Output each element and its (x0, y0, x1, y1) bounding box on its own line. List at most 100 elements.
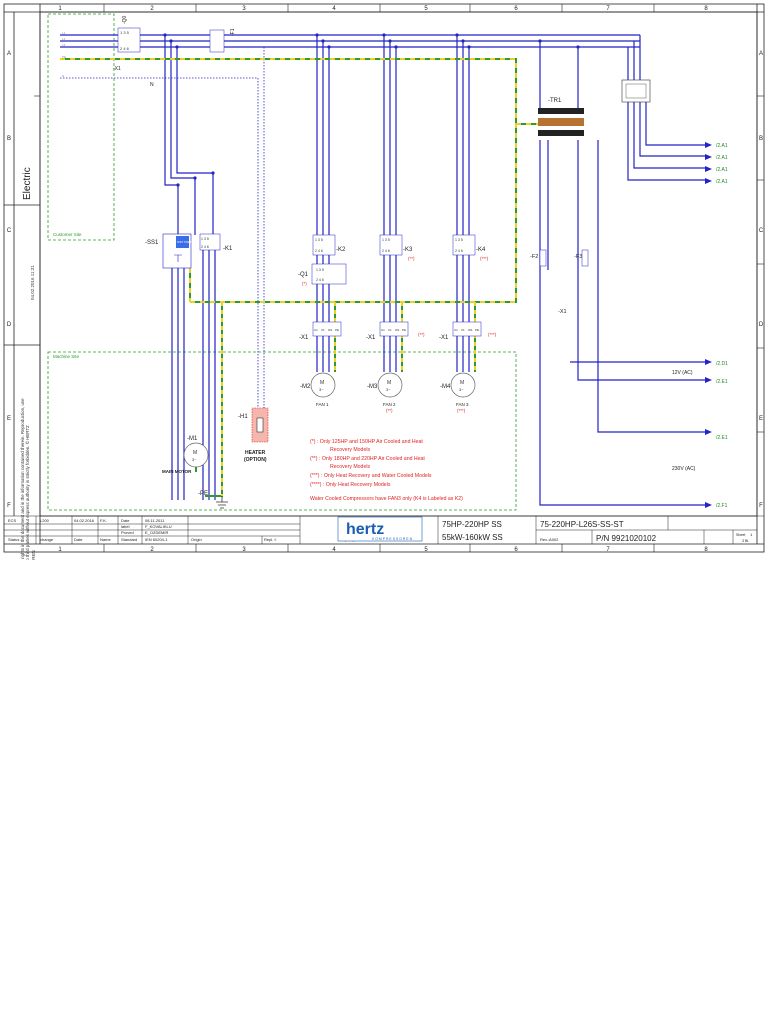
ref-4: /2.A1 (716, 179, 728, 185)
transformer-tr1[interactable]: -TR1 (538, 98, 584, 136)
ref-6: /2.E1 (716, 379, 728, 385)
main-motor-m1[interactable]: M 3~ -M1 MAIN MOTOR (162, 436, 209, 474)
x1-u1-b: U1 (381, 328, 385, 332)
k2-label: -K2 (336, 247, 346, 253)
tb-proved-val: E_OZDEMIR (145, 530, 168, 535)
x1-pe-a: PE (335, 328, 339, 332)
title-line-2: 55kW-160kW SS (442, 533, 503, 542)
x1-w1-b: W1 (395, 328, 400, 332)
tb-date-change: 04.02.2016 (74, 518, 95, 523)
left-title: Electric (22, 167, 33, 200)
row-c: C (7, 228, 12, 234)
k3-label: -K3 (403, 247, 413, 253)
col-7-bottom: 7 (606, 547, 610, 553)
m4-label: -M4 (440, 384, 451, 390)
neutral-line (60, 77, 259, 420)
sheet-label: Sheet (736, 533, 745, 537)
col-2: 2 (150, 6, 154, 12)
ref-3: /2.A1 (716, 167, 728, 173)
tb-standard-lbl: Standard (121, 537, 137, 542)
note-4: (****) : Only Heat Recovery Models (310, 482, 391, 488)
ground-pe: -PE (198, 491, 228, 509)
note-2b: Recovery Models (330, 464, 370, 470)
fan3-mark: (***) (457, 408, 466, 413)
voltage-12v: 12V (AC) (672, 370, 693, 376)
x1-fan3-label: -X1 (439, 335, 449, 341)
fuse-f3[interactable]: -F3 (574, 249, 589, 267)
svg-text:1 3 5: 1 3 5 (120, 30, 130, 35)
sheet-total: 3 Bl. (742, 539, 749, 543)
logo-sub: KOMPRESSOREN (372, 537, 413, 541)
tb-change: change (40, 537, 54, 542)
fan-terminals (312, 321, 482, 337)
part-number: P/N 9921020102 (596, 534, 657, 543)
row-a-right: A (759, 51, 763, 57)
x1-top-label: -X1 (113, 66, 121, 72)
svg-text:1 3 5: 1 3 5 (382, 238, 390, 242)
col-5-bottom: 5 (424, 547, 428, 553)
soft-starter-ss1[interactable]: SOFT STARTER -SS1 (145, 233, 195, 269)
row-b-right: B (759, 136, 763, 142)
tb-name: Name (100, 537, 111, 542)
f1-label: -F1 (230, 28, 236, 36)
fuse-f1[interactable]: -F1 (209, 28, 236, 53)
tb-fk: F.K. (100, 518, 107, 523)
svg-text:N: N (62, 74, 64, 78)
main-switch-q0[interactable]: 1 3 5 2 4 6 -Q0 (117, 15, 141, 53)
customer-site-zone (47, 13, 115, 241)
x1-pe-c: PE (475, 328, 479, 332)
m1-m: M (193, 450, 197, 456)
row-c-right: C (759, 228, 764, 234)
m3-label: -M3 (367, 384, 378, 390)
contactor-k2[interactable]: 1 3 5 2 4 6 -K2 (312, 234, 346, 256)
fan-motor-m4[interactable]: M 3~ -M4 FAN 3 (***) (440, 372, 476, 413)
x1-fan3-mark: (***) (488, 332, 497, 337)
pe-label: -PE (198, 491, 208, 497)
motor-icon (450, 372, 476, 398)
motor-protector-q1[interactable]: 1 3 5 2 4 6 -Q1 (*) (298, 263, 347, 286)
svg-text:L1: L1 (62, 31, 66, 35)
schematic-sheet: 1 2 3 4 5 6 7 8 1 2 3 4 5 6 7 8 A B C D … (3, 3, 765, 588)
control-module[interactable] (621, 79, 651, 103)
fan-motor-m3[interactable]: M 3~ -M3 FAN 2 (**) (367, 372, 403, 413)
svg-text:2 4 6: 2 4 6 (120, 46, 130, 51)
ref-8: /2.F1 (716, 503, 728, 509)
notes: (*) : Only 125HP and 150HP Air Cooled an… (310, 439, 463, 502)
ground-symbol-icon (216, 496, 228, 509)
m2-phase: 3~ (319, 387, 324, 392)
column-ticks (34, 4, 764, 552)
svg-text:2 4 6: 2 4 6 (455, 249, 463, 253)
fuse-f2[interactable]: -F2 (530, 249, 547, 267)
fan3-label: FAN 3 (456, 402, 469, 407)
contactor-k1[interactable]: 1 3 5 2 4 6 -K1 (199, 233, 233, 252)
heater-h1[interactable]: -H1 HEATER (OPTION) (238, 407, 269, 463)
fan2-label: FAN 2 (383, 402, 396, 407)
svg-text:1 3 5: 1 3 5 (316, 268, 324, 272)
tb-proved-lbl: Proved (121, 530, 134, 535)
x1-v1-b: V1 (388, 328, 392, 332)
fan1-label: FAN 1 (316, 402, 329, 407)
h1-label: -H1 (238, 414, 248, 420)
blank-page-area (0, 560, 768, 1024)
f2-label: -F2 (530, 254, 538, 260)
x1-u1-c: U1 (454, 328, 458, 332)
contactor-k4[interactable]: 1 3 5 2 4 6 -K4 (***) (452, 234, 489, 261)
ref-1: /2.A1 (716, 143, 728, 149)
tb-date-val: 08.11.2011 (145, 518, 165, 523)
bus-junctions (163, 33, 580, 187)
row-e-right: E (759, 416, 763, 422)
note-3: (***) : Only Heat Recovery and Water Coo… (310, 473, 432, 479)
svg-text:1 3 5: 1 3 5 (455, 238, 463, 242)
q1-label: -Q1 (298, 272, 309, 278)
machine-site-zone (47, 351, 517, 511)
sheet-number: 1 (750, 532, 753, 537)
svg-text:2 4 6: 2 4 6 (315, 249, 323, 253)
contactor-k3[interactable]: 1 3 5 2 4 6 -K3 (**) (379, 234, 415, 261)
x1-u1-a: U1 (314, 328, 318, 332)
fan-motor-m2[interactable]: M 3~ -M2 FAN 1 (300, 372, 336, 407)
note-1b: Recovery Models (330, 447, 370, 453)
tb-standard-val: IEN 60204-1 (145, 537, 168, 542)
note-1: (*) : Only 125HP and 150HP Air Cooled an… (310, 439, 423, 445)
x1-fan1-label: -X1 (299, 335, 309, 341)
ref-2: /2.A1 (716, 155, 728, 161)
